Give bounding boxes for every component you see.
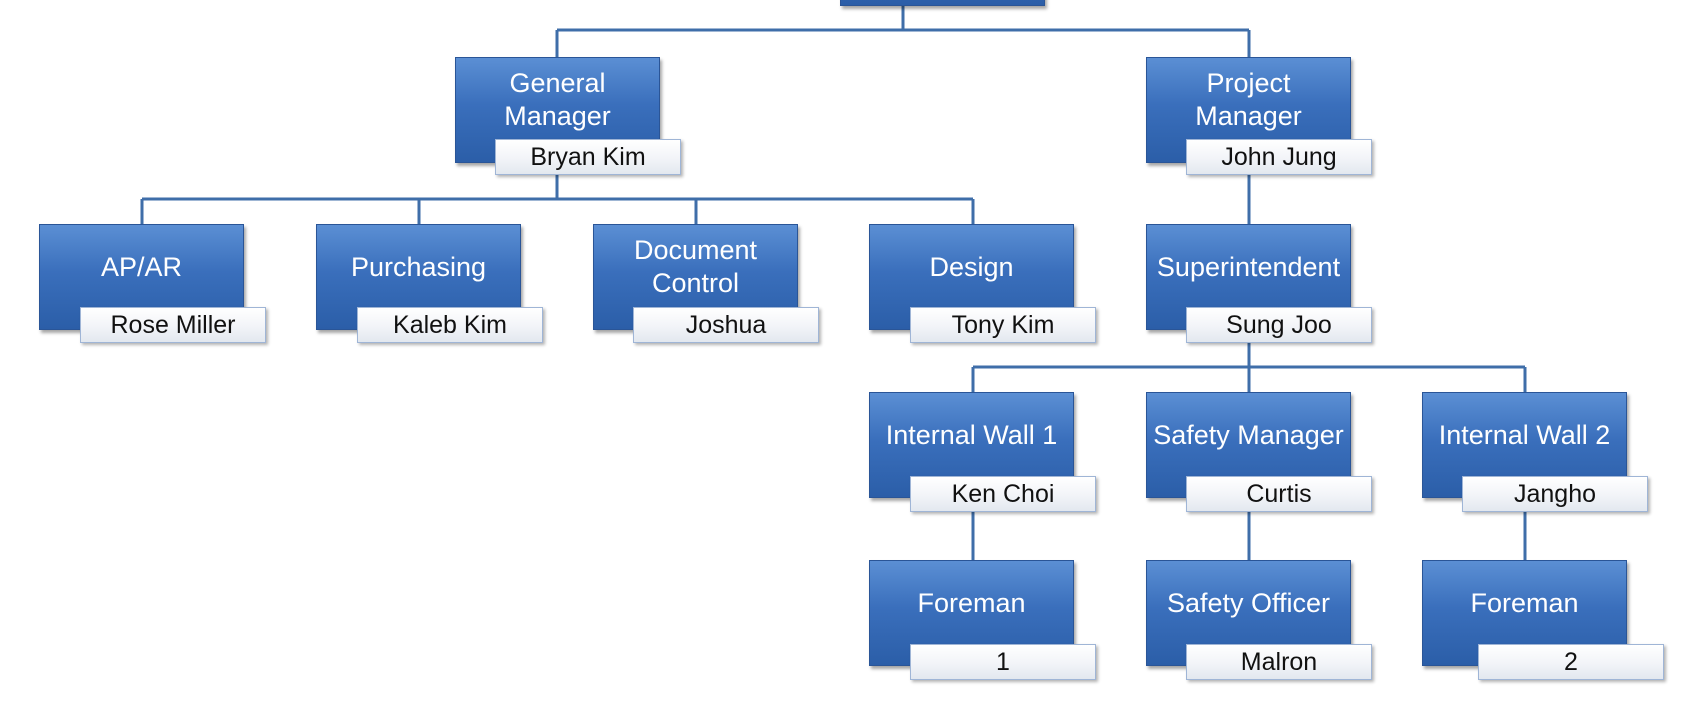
purchasing-title: Purchasing <box>350 251 487 282</box>
ap-ar-title: AP/AR <box>100 251 183 282</box>
project-manager-title: Project Manager <box>1195 68 1302 131</box>
general-manager-title: General Manager <box>504 68 611 131</box>
safety-officer-name: Malron <box>1186 644 1372 680</box>
project-manager-name: John Jung <box>1186 139 1372 175</box>
purchasing-box: Purchasing <box>316 224 521 330</box>
ap-ar-name: Rose Miller <box>80 307 266 343</box>
general-manager-name: Bryan Kim <box>495 139 681 175</box>
top-executive-box <box>840 0 1045 6</box>
superintendent-name: Sung Joo <box>1186 307 1372 343</box>
safety-manager-name: Curtis <box>1186 476 1372 512</box>
internal-wall-1-title: Internal Wall 1 <box>885 419 1058 450</box>
foreman-1-title: Foreman <box>917 587 1026 618</box>
foreman-2-title: Foreman <box>1470 587 1579 618</box>
document-control-title: Document Control <box>633 235 758 298</box>
purchasing-name: Kaleb Kim <box>357 307 543 343</box>
design-name: Tony Kim <box>910 307 1096 343</box>
ap-ar-box: AP/AR <box>39 224 244 330</box>
design-title: Design <box>929 251 1014 282</box>
superintendent-title: Superintendent <box>1156 251 1341 282</box>
safety-manager-title: Safety Manager <box>1153 419 1344 450</box>
internal-wall-2-name: Jangho <box>1462 476 1648 512</box>
internal-wall-1-name: Ken Choi <box>910 476 1096 512</box>
foreman-1-name: 1 <box>910 644 1096 680</box>
document-control-name: Joshua <box>633 307 819 343</box>
foreman-2-name: 2 <box>1478 644 1664 680</box>
internal-wall-2-title: Internal Wall 2 <box>1438 419 1611 450</box>
safety-officer-title: Safety Officer <box>1166 587 1331 618</box>
safety-manager-box: Safety Manager <box>1146 392 1351 498</box>
